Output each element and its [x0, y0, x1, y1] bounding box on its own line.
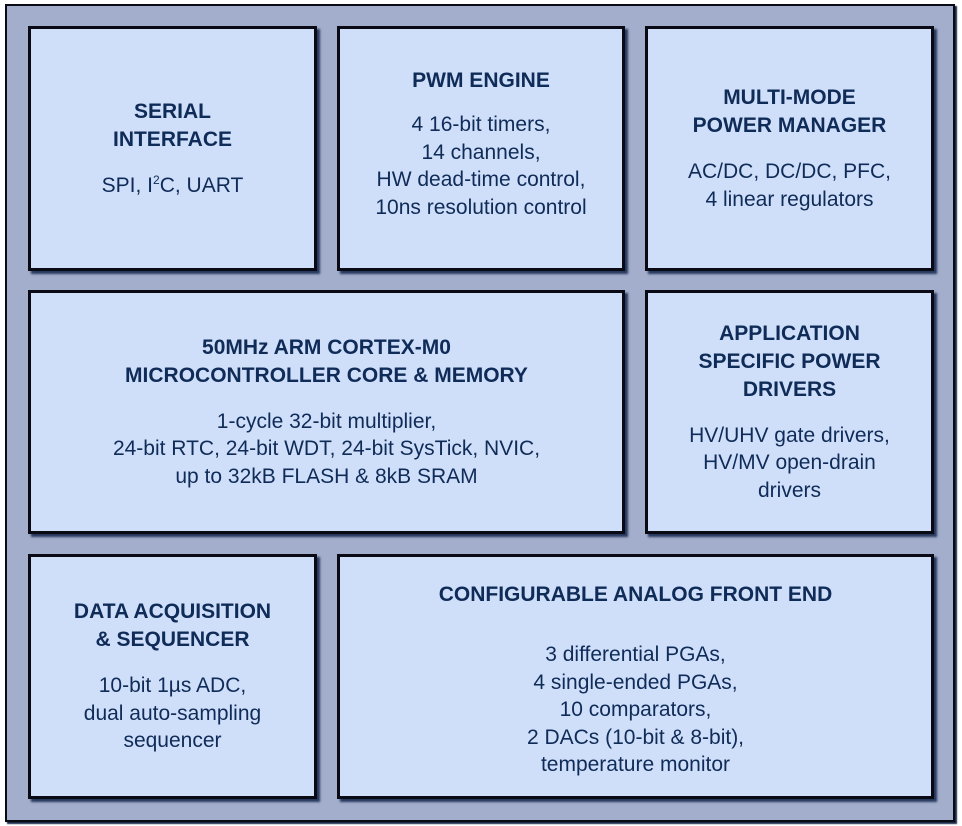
serial-interface-block: SERIAL INTERFACE SPI, I2C, UART [28, 26, 317, 271]
superscript: 2 [153, 172, 160, 187]
desc-text: C, UART [159, 173, 244, 197]
block-description: SPI, I2C, UART [102, 172, 244, 200]
block-description: 1-cycle 32-bit multiplier, 24-bit RTC, 2… [112, 409, 541, 488]
block-title: 50MHz ARM CORTEX-M0 MICROCONTROLLER CORE… [125, 335, 528, 387]
block-description: 10-bit 1µs ADC, dual auto-sampling seque… [83, 674, 262, 753]
block-title: APPLICATION SPECIFIC POWER DRIVERS [698, 321, 881, 401]
block-description: AC/DC, DC/DC, PFC, 4 linear regulators [687, 160, 891, 211]
power-drivers-block: APPLICATION SPECIFIC POWER DRIVERS HV/UH… [645, 290, 934, 534]
power-manager-block: MULTI-MODE POWER MANAGER AC/DC, DC/DC, P… [645, 26, 934, 271]
block-title: DATA ACQUISITION & SEQUENCER [73, 600, 272, 652]
block-description: HV/UHV gate drivers, HV/MV open-drain dr… [689, 423, 890, 502]
desc-text: SPI, I [101, 173, 154, 197]
microcontroller-core-block: 50MHz ARM CORTEX-M0 MICROCONTROLLER CORE… [28, 290, 625, 534]
block-title: SERIAL INTERFACE [112, 99, 232, 151]
block-title: CONFIGURABLE ANALOG FRONT END [438, 583, 833, 606]
block-title: MULTI-MODE POWER MANAGER [692, 86, 887, 137]
block-title: PWM ENGINE [412, 69, 550, 92]
data-acquisition-block: DATA ACQUISITION & SEQUENCER 10-bit 1µs … [28, 554, 317, 799]
pwm-engine-block: PWM ENGINE 4 16-bit timers, 14 channels,… [337, 26, 625, 271]
analog-front-end-block: CONFIGURABLE ANALOG FRONT END 3 differen… [337, 554, 934, 799]
block-description: 3 differential PGAs, 4 single-ended PGAs… [526, 643, 745, 776]
block-description: 4 16-bit timers, 14 channels, HW dead-ti… [375, 113, 587, 219]
